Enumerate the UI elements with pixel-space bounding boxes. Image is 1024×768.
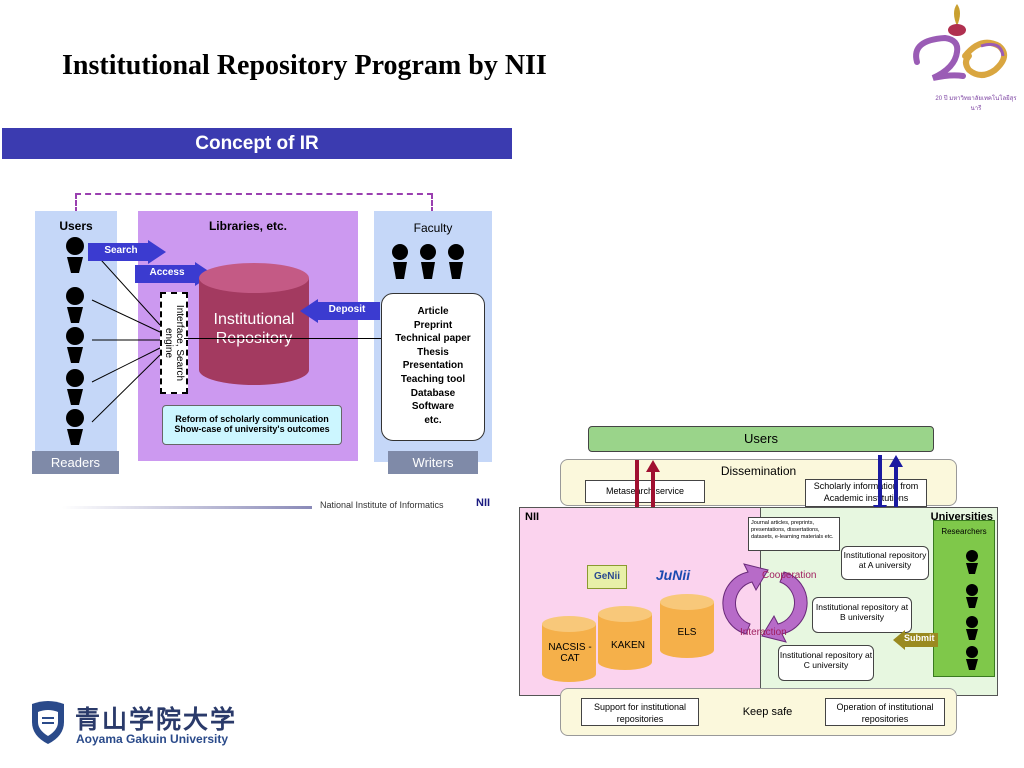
- researchers-panel: Researchers: [933, 520, 995, 677]
- cycle-arrows-icon: [722, 563, 808, 643]
- university-name-en: Aoyama Gakuin University: [76, 732, 229, 746]
- libraries-label: Libraries, etc.: [208, 219, 288, 233]
- metasearch-box: Metasearch service: [585, 480, 705, 503]
- nii-footer-mark: NII: [476, 497, 491, 509]
- researcher-figures-icon: [966, 550, 978, 670]
- interaction-label: Interaction: [740, 627, 787, 638]
- submit-label: Submit: [904, 633, 935, 643]
- repo-c-box: Institutional repository at C university: [778, 645, 874, 681]
- faculty-item: Software: [411, 401, 455, 413]
- faculty-item: Preprint: [413, 319, 453, 331]
- faculty-item: Teaching tool: [400, 373, 466, 385]
- reform-line2: Show-case of university's outcomes: [174, 424, 330, 434]
- access-label: Access: [149, 267, 185, 278]
- repository-cylinder-icon: [199, 263, 309, 385]
- nii-footer-text: National Institute of Informatics: [320, 500, 444, 510]
- reform-line1: Reform of scholarly communication: [175, 414, 329, 424]
- keep-safe-label: Keep safe: [742, 706, 793, 718]
- aoyama-shield-icon: [32, 701, 64, 744]
- scholarly-info-box: Scholarly information from Academic inst…: [805, 479, 927, 507]
- nii-label: NII: [525, 511, 540, 523]
- search-arrow-icon: [88, 240, 166, 264]
- users-bar: Users: [588, 426, 934, 452]
- cooperation-label: Cooperation: [762, 570, 817, 581]
- faculty-label: Faculty: [413, 221, 453, 235]
- operation-box: Operation of institutional repositories: [825, 698, 945, 726]
- faculty-item: Article: [417, 306, 449, 317]
- interface-label: Interface, Search engine: [163, 304, 185, 382]
- users-label: Users: [59, 219, 93, 233]
- kaken-label: KAKEN: [611, 640, 645, 651]
- genii-logo: GeNii: [587, 565, 627, 589]
- univ-updown-arrows-icon: [873, 455, 903, 517]
- repo-b-box: Institutional repository at B university: [812, 597, 912, 633]
- journal-note: Journal articles, preprints, presentatio…: [748, 517, 840, 551]
- anniversary-logo: 20 ปี มหาวิทยาลัยเทคโนโลยีสุรนารี: [905, 0, 1017, 112]
- faculty-item: Database: [410, 387, 456, 399]
- repository-label: Institutional Repository: [213, 311, 295, 347]
- dissemination-label: Dissemination: [720, 464, 797, 478]
- writers-tag: Writers: [388, 451, 478, 474]
- concept-title: Concept of IR: [2, 128, 512, 159]
- university-name-jp: 青山学院大学: [75, 706, 238, 734]
- logo-caption: 20 ปี มหาวิทยาลัยเทคโนโลยีสุรนารี: [935, 96, 1017, 112]
- repo-a-box: Institutional repository at A university: [841, 546, 929, 580]
- faculty-item: Presentation: [402, 360, 464, 372]
- faculty-item: etc.: [424, 414, 442, 426]
- reform-box: Reform of scholarly communication Show-c…: [162, 405, 342, 445]
- interface-box: Interface, Search engine: [160, 292, 188, 394]
- reader-figures-icon: [66, 237, 84, 445]
- page-title: Institutional Repository Program by NII: [62, 50, 547, 81]
- faculty-item: Technical paper: [395, 333, 471, 345]
- reader-lines: [91, 249, 161, 423]
- support-box: Support for institutional repositories: [581, 698, 699, 726]
- deposit-label: Deposit: [328, 304, 366, 315]
- submit-arrow-icon: [893, 630, 938, 650]
- access-arrow-icon: [135, 262, 213, 286]
- footer-rule: [62, 506, 312, 509]
- researchers-label: Researchers: [941, 527, 987, 536]
- databases-icon: [542, 594, 714, 682]
- els-label: ELS: [677, 627, 697, 638]
- junii-logo: JuNii: [655, 567, 691, 583]
- faculty-figures-icon: [392, 244, 464, 279]
- deposit-arrow-icon: [300, 299, 380, 323]
- nii-updown-arrows-icon: [630, 460, 660, 520]
- search-label: Search: [104, 245, 138, 256]
- dashed-connector: [75, 193, 433, 213]
- nacsis-label: NACSIS -CAT: [548, 642, 592, 664]
- faculty-item: Thesis: [417, 346, 449, 358]
- readers-tag: Readers: [32, 451, 119, 474]
- writer-line: [184, 338, 382, 339]
